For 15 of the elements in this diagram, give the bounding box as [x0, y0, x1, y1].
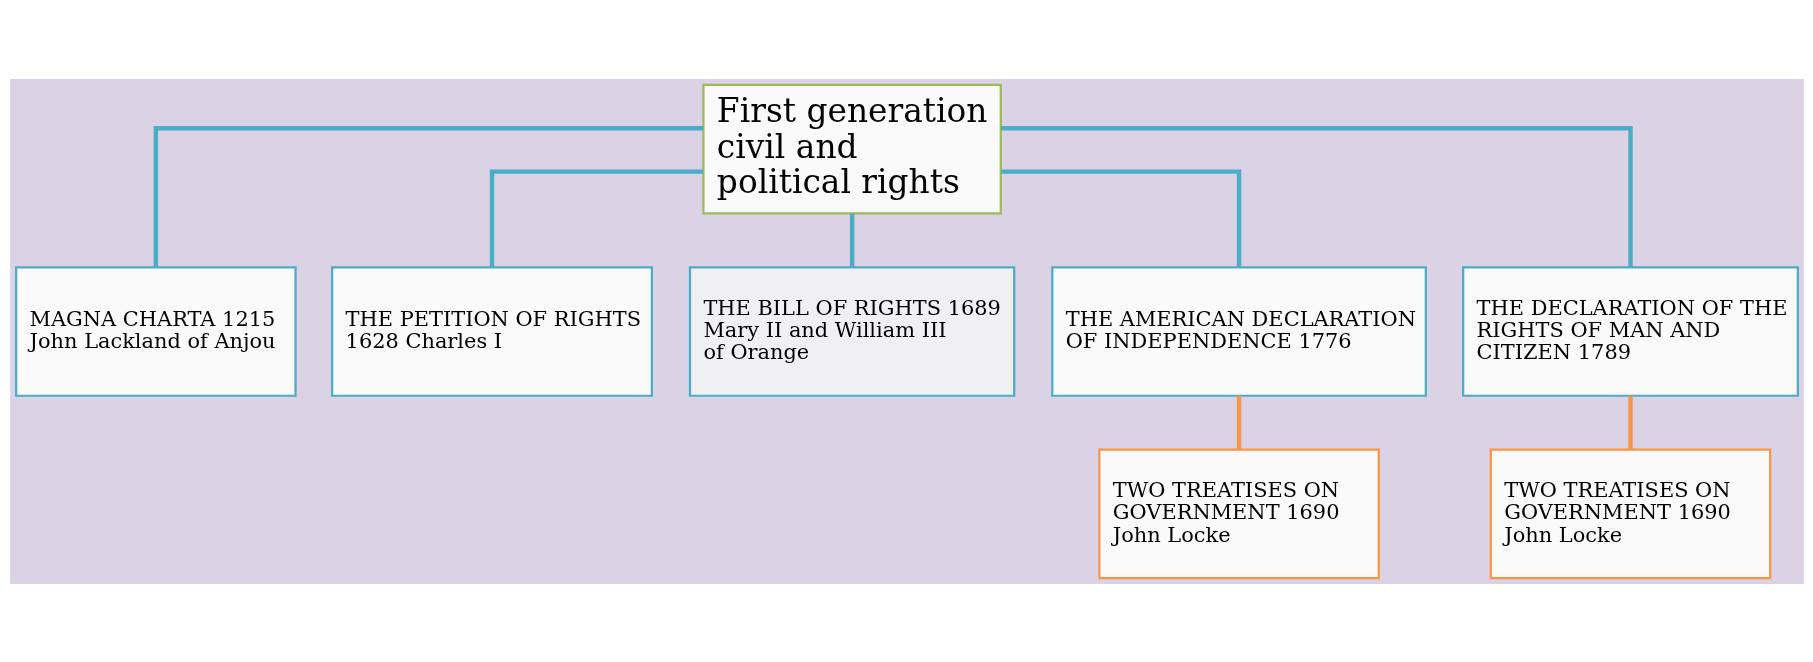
connector [1000, 125, 1633, 267]
node-box: THE AMERICAN DECLARATION OF INDEPENDENCE 1776 [1050, 265, 1427, 397]
node-box: TWO TREATISES ON GOVERNMENT 1690 John Locke [1489, 447, 1771, 579]
connector [1627, 395, 1633, 449]
connector [849, 213, 854, 267]
node-box: THE BILL OF RIGHTS 1689 Mary II and William III of Orange [688, 265, 1015, 397]
connector [153, 125, 703, 267]
node-box: MAGNA CHARTA 1215 John Lackland of Anjou [14, 265, 297, 397]
node-box: First generation civil and political rights [701, 83, 1002, 215]
node-box: THE DECLARATION OF THE RIGHTS OF MAN AND CITIZEN 1789 [1461, 265, 1799, 397]
node-box: THE PETITION OF RIGHTS 1628 Charles I [330, 265, 653, 397]
node-box: TWO TREATISES ON GOVERNMENT 1690 John Locke [1097, 447, 1380, 579]
connector [1000, 168, 1241, 267]
connector [1236, 395, 1241, 449]
connector [489, 168, 703, 267]
